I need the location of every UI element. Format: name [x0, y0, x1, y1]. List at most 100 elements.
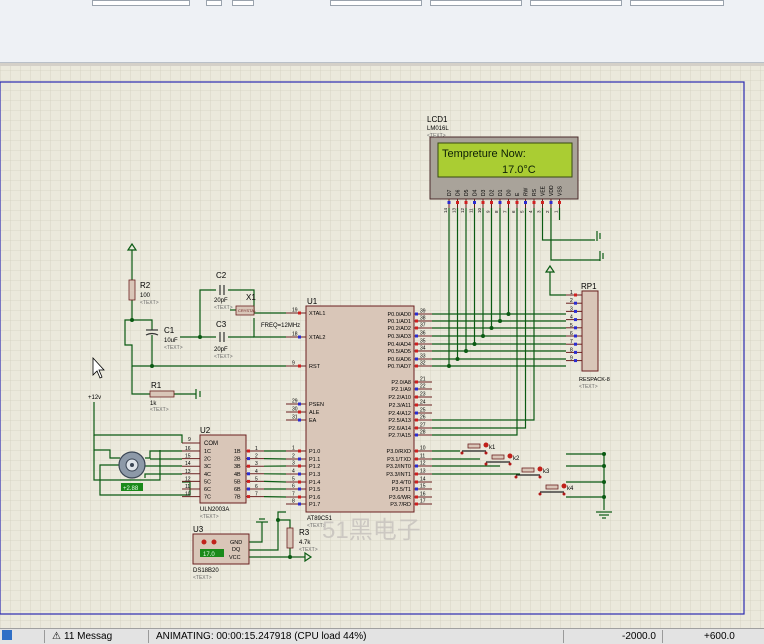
pin-state-marker	[298, 403, 301, 406]
schematic-canvas[interactable]: Tempreture Now: 17.0°C LCD1 LM016L <TEXT…	[0, 66, 764, 628]
lcd-pin-number: 14	[443, 207, 448, 213]
r2-value: 100	[140, 293, 151, 299]
lcd-pin-label: VSS	[558, 185, 564, 196]
mcu-pin-name: P3.0/RXD	[387, 449, 411, 455]
mcu-pin-number: 38	[420, 316, 426, 322]
status-animating: ANIMATING: 00:00:15.247918 (CPU load 44%…	[156, 631, 366, 642]
key-terminal	[485, 463, 488, 466]
junction-dot	[490, 326, 494, 330]
mcu-pin-number: 25	[420, 408, 426, 414]
pin-state-marker	[533, 201, 536, 204]
toolbar-field[interactable]	[330, 0, 422, 6]
mcu-pin-name: EA	[309, 418, 317, 424]
mcu-pin-name: P2.4/A12	[388, 411, 411, 417]
junction-dot	[447, 364, 451, 368]
pin-state-marker	[415, 335, 418, 338]
pin-state-marker	[415, 427, 418, 430]
pin-state-marker	[415, 473, 418, 476]
uln-pin-name: 6C	[204, 487, 211, 493]
mcu-pin-name: P3.2/INT0	[386, 464, 411, 470]
toolbar-field[interactable]	[630, 0, 724, 6]
pin-state-marker	[298, 496, 301, 499]
mcu-pin-number: 1	[292, 446, 295, 452]
status-messages[interactable]: 11 Messag	[64, 631, 112, 642]
status-app-icon	[2, 630, 12, 640]
mcu-pin-number: 13	[420, 469, 426, 475]
pin-state-marker	[415, 388, 418, 391]
c3-value: 20pF	[214, 347, 228, 353]
uln-part: ULN2003A	[200, 507, 229, 513]
mcu-pin-number: 23	[420, 392, 426, 398]
respack-pin-number: 6	[570, 331, 573, 337]
uln-com-label: COM	[204, 441, 218, 447]
pin-state-marker	[490, 201, 493, 204]
pin-state-marker	[574, 310, 577, 313]
sensor-ref: U3	[193, 525, 204, 534]
mcu-pin-name: XTAL1	[309, 311, 325, 317]
toolbar-field[interactable]	[430, 0, 522, 6]
mcu-pin-name: P2.1/A9	[391, 387, 411, 393]
sensor-pin-dq: DQ	[232, 547, 241, 553]
toolbar-field[interactable]	[530, 0, 622, 6]
mcu-pin-number: 18	[292, 332, 298, 338]
mcu-pin-number: 7	[292, 492, 295, 498]
pin-state-marker	[574, 326, 577, 329]
r2-text-tag: <TEXT>	[140, 300, 159, 306]
pin-state-marker	[247, 472, 250, 475]
pin-state-marker	[415, 465, 418, 468]
pin-state-marker	[516, 201, 519, 204]
crystal-body: CRYSTAL	[238, 308, 257, 313]
key-terminal	[539, 476, 542, 479]
mcu-at89c51[interactable]: U1 AT89C51 <TEXT> 19XTAL118XTAL29RST29PS…	[286, 297, 432, 529]
mcu-pin-name: P1.3	[309, 472, 320, 478]
lcd-pin-number: 11	[469, 208, 474, 213]
mcu-pin-name: P3.7/RD	[390, 502, 411, 508]
pin-state-marker	[415, 320, 418, 323]
mcu-pin-number: 6	[292, 484, 295, 490]
pin-state-marker	[247, 465, 250, 468]
c3-text-tag: <TEXT>	[214, 354, 233, 360]
mcu-pin-number: 12	[420, 461, 426, 467]
uln-pin-name: 2C	[204, 457, 211, 463]
key-terminal	[563, 493, 566, 496]
stepper-motor[interactable]: +2.88	[119, 452, 145, 492]
key-terminal	[485, 452, 488, 455]
pin-state-marker	[415, 365, 418, 368]
uln-pin-name: 6B	[234, 487, 241, 493]
key-label: k3	[543, 469, 550, 475]
mcu-pin-name: P1.7	[309, 502, 320, 508]
uln-pin-number: 3	[255, 461, 258, 467]
pin-state-marker	[415, 412, 418, 415]
lcd-pin-number: 13	[452, 207, 457, 213]
pin-state-marker	[574, 302, 577, 305]
pin-state-marker	[415, 327, 418, 330]
junction-dot	[481, 334, 485, 338]
pin-state-marker	[298, 503, 301, 506]
toolbar-button[interactable]	[232, 0, 254, 6]
warning-icon[interactable]: ⚠	[52, 631, 61, 642]
lcd-pin-label: RS	[532, 188, 538, 196]
pin-state-marker	[558, 201, 561, 204]
key-cap	[492, 455, 504, 459]
pin-state-marker	[415, 496, 418, 499]
uln-pin-name: 3C	[204, 464, 211, 470]
mcu-pin-name: P0.1/AD1	[387, 319, 411, 325]
uln-pin-number: 7	[255, 492, 258, 498]
pin-state-marker	[415, 358, 418, 361]
uln-pin-name: 1B	[234, 449, 241, 455]
c3-ref: C3	[216, 320, 227, 329]
key-indicator-icon	[484, 443, 489, 448]
supply-label: +12v	[88, 395, 101, 401]
status-bar: ⚠ 11 Messag ANIMATING: 00:00:15.247918 (…	[0, 628, 764, 644]
toolbar-dropdown[interactable]	[92, 0, 190, 6]
uln-pin-number: 6	[255, 484, 258, 490]
junction-dot	[602, 495, 606, 499]
sensor-pin-vcc: VCC	[229, 555, 241, 561]
toolbar-button[interactable]	[206, 0, 222, 6]
pin-state-marker	[524, 201, 527, 204]
uln-pin-name: 4B	[234, 472, 241, 478]
r1-text-tag: <TEXT>	[150, 407, 169, 413]
lcd-pin-number: 12	[460, 207, 465, 213]
uln-pin-name: 5B	[234, 479, 241, 485]
pin-state-marker	[415, 458, 418, 461]
